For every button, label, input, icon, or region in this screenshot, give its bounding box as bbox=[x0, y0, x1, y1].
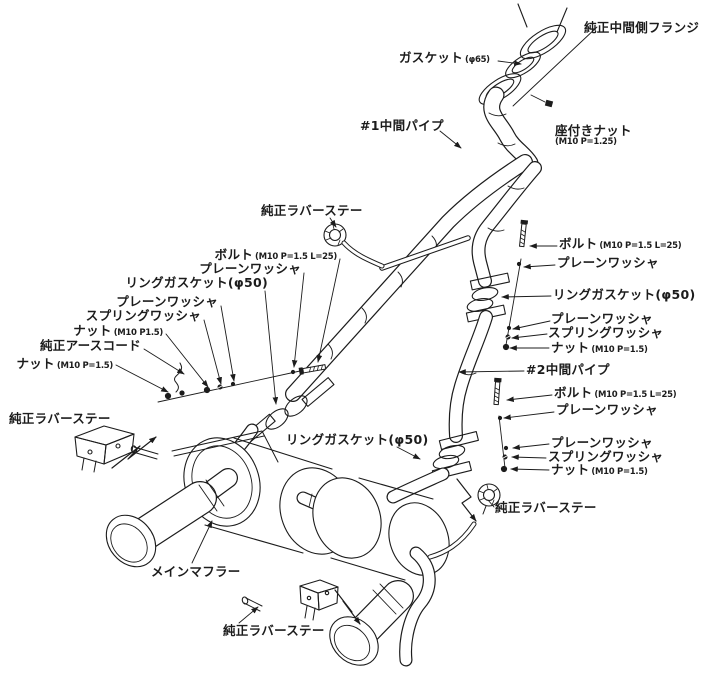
pipe1-drawing bbox=[285, 86, 542, 402]
label-ring-gasket-center: リングガスケット(φ50) bbox=[286, 432, 429, 447]
label-seated-nut: 座付きナット(M10 P=1.25) bbox=[555, 123, 632, 148]
label-plain-washer-right-4: プレーンワッシャ bbox=[551, 435, 653, 450]
label-bolt-right-lower: ボルト(M10 P=1.5 L=25) bbox=[554, 385, 677, 400]
label-ring-gasket-right: リングガスケット(φ50) bbox=[553, 287, 696, 302]
label-oem-rubber-stay-upper: 純正ラバーステー bbox=[261, 203, 363, 218]
label-ring-gasket-left: リングガスケット(φ50) bbox=[125, 275, 268, 290]
label-nut-right-2: ナット(M10 P=1.5) bbox=[551, 462, 648, 477]
label-spring-washer-right-1: スプリングワッシャ bbox=[548, 325, 664, 340]
label-plain-washer-left-2: プレーンワッシャ bbox=[116, 294, 218, 309]
label-oem-earth-cord: 純正アースコード bbox=[39, 338, 141, 353]
label-oem-rubber-stay-left: 純正ラバーステー bbox=[9, 411, 111, 426]
label-plain-washer-right-3: プレーンワッシャ bbox=[556, 402, 658, 417]
pipe2-drawing bbox=[448, 310, 493, 443]
leader-lines bbox=[115, 60, 558, 624]
label-pipe1: #1中間パイプ bbox=[360, 118, 444, 133]
label-oem-rubber-stay-right: 純正ラバーステー bbox=[495, 500, 597, 515]
bracket-bottom-drawing bbox=[299, 579, 361, 625]
right-upper-joint-drawing bbox=[465, 219, 529, 351]
bracket-left-drawing bbox=[74, 425, 157, 473]
left-joint-drawing bbox=[157, 362, 335, 443]
label-pipe2: #2中間パイプ bbox=[526, 362, 610, 377]
label-gasket-phi65: ガスケット(φ65) bbox=[399, 50, 490, 65]
label-main-muffler: メインマフラー bbox=[151, 564, 241, 579]
label-bolt-left: ボルト(M10 P=1.5 L=25) bbox=[214, 247, 338, 262]
label-plain-washer-right-2: プレーンワッシャ bbox=[551, 311, 653, 326]
label-oem-rubber-stay-bottom: 純正ラバーステー bbox=[223, 623, 325, 638]
label-plain-washer-left-1: プレーンワッシャ bbox=[199, 261, 301, 276]
label-plain-washer-right-1: プレーンワッシャ bbox=[557, 255, 659, 270]
label-nut-right-1: ナット(M10 P=1.5) bbox=[551, 340, 648, 355]
label-bolt-right-upper: ボルト(M10 P=1.5 L=25) bbox=[559, 236, 682, 251]
top-flange-assembly-drawing bbox=[478, 3, 598, 108]
right-stay-drawing bbox=[427, 478, 501, 560]
label-nut-left-2: ナット(M10 P=1.5) bbox=[16, 356, 113, 371]
right-lower-joint-drawing bbox=[431, 377, 509, 481]
right-tip-drawing bbox=[329, 546, 436, 667]
label-spring-washer-right-2: スプリングワッシャ bbox=[548, 449, 664, 464]
label-spring-washer-left: スプリングワッシャ bbox=[85, 308, 201, 323]
upper-rubber-stay-drawing bbox=[323, 223, 385, 269]
label-oem-mid-flange: 純正中間側フランジ bbox=[584, 20, 700, 35]
left-tip-drawing bbox=[105, 468, 238, 568]
label-nut-left-1: ナット(M10 P1.5) bbox=[73, 323, 163, 338]
